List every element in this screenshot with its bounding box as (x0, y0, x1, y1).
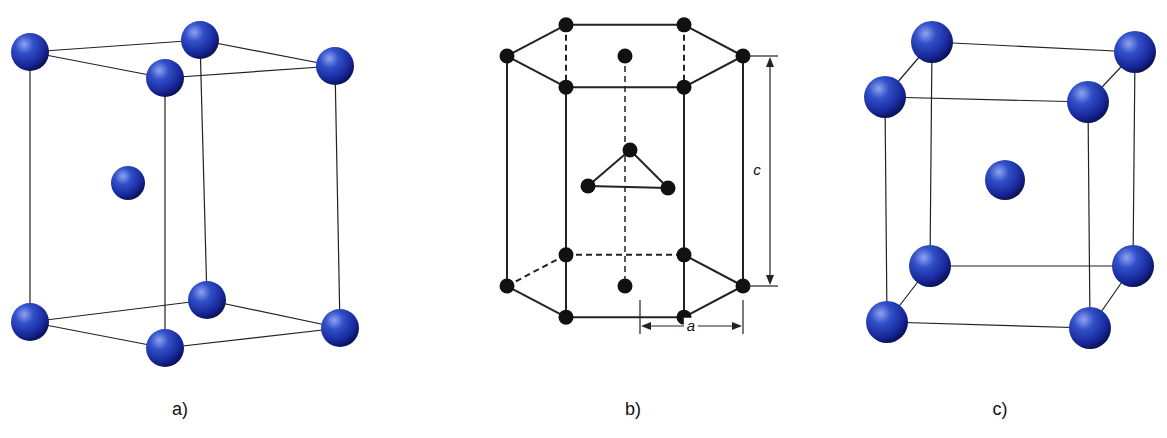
atom-sphere (1069, 307, 1111, 349)
lattice-edge (200, 40, 335, 66)
atom-sphere (146, 329, 184, 367)
atom-dot (581, 179, 596, 194)
dimension-arrow (766, 57, 774, 285)
lattice-edge (566, 254, 684, 256)
lattice-edge (507, 286, 566, 317)
atom-sphere (1112, 245, 1154, 287)
dimension-line (769, 60, 770, 282)
panel-label: c) (993, 400, 1008, 420)
atom-sphere (866, 301, 908, 343)
atom-sphere (1067, 81, 1109, 123)
lattice-edge (588, 150, 630, 186)
lattice-edge (335, 66, 340, 328)
lattice-edge (887, 322, 1090, 328)
atom-dot (559, 17, 574, 32)
lattice-edge (207, 300, 340, 328)
atom-dot (661, 181, 676, 196)
lattice-edge (29, 52, 30, 322)
lattice-edge (566, 316, 684, 318)
atom-dot (618, 49, 633, 64)
lattice-edge (683, 87, 685, 317)
atom-sphere (188, 281, 226, 319)
atom-dot (559, 310, 574, 325)
panel-label: a) (172, 400, 188, 420)
atom-sphere (985, 160, 1025, 200)
atom-dot (559, 80, 574, 95)
atom-dot (559, 247, 574, 262)
atom-sphere (911, 21, 953, 63)
bcc-cell (864, 21, 1156, 349)
lattice-edge (684, 56, 743, 87)
dimension-label: a (684, 318, 698, 335)
atom-sphere (11, 33, 49, 71)
lattice-edge (684, 25, 743, 56)
lattice-edge (164, 78, 165, 348)
atom-sphere (111, 166, 145, 200)
lattice-edge (932, 42, 1135, 52)
atom-dot (677, 247, 692, 262)
dimension-tick (742, 300, 743, 334)
dimension-tick (639, 300, 640, 334)
atom-sphere (316, 47, 354, 85)
lattice-edge (507, 255, 566, 286)
atom-dot (677, 80, 692, 95)
lattice-edge (30, 40, 200, 52)
lattice-edge (885, 97, 887, 322)
lattice-edge (684, 286, 743, 317)
lattice-edge (588, 186, 668, 188)
panel-label: b) (625, 400, 641, 420)
lattice-edge (30, 300, 207, 322)
lattice-edge (507, 56, 566, 87)
atom-dot (500, 49, 515, 64)
lattice-edge (930, 42, 932, 266)
lattice-edge (506, 56, 508, 286)
atom-sphere (321, 309, 359, 347)
lattice-edge (566, 24, 684, 26)
lattice-edge (165, 328, 340, 348)
dimension-tick (748, 285, 778, 286)
atom-sphere (864, 76, 906, 118)
lattice-edge (1088, 102, 1090, 328)
dimension-tick (748, 55, 778, 56)
lattice-edge (1133, 52, 1135, 266)
atom-sphere (11, 303, 49, 341)
lattice-edge (742, 56, 744, 286)
lattice-edge (630, 150, 668, 188)
lattice-edge (165, 66, 335, 78)
lattice-edge (30, 52, 165, 78)
atom-sphere (181, 21, 219, 59)
lattice-edge (507, 25, 566, 56)
atom-sphere (1114, 31, 1156, 73)
lattice-edge (200, 40, 207, 300)
atom-sphere (909, 245, 951, 287)
lattice-edge (624, 56, 626, 286)
lattice-edge (930, 265, 1133, 266)
atom-sphere (146, 59, 184, 97)
dimension-label: c (750, 162, 764, 179)
lattice-edge (565, 87, 567, 317)
atom-dot (618, 279, 633, 294)
lattice-edge (30, 322, 165, 348)
lattice-edge (885, 97, 1088, 102)
lattice-edge (683, 25, 685, 255)
tetragonal-cell (11, 21, 359, 367)
hcp-cell (500, 17, 779, 334)
atom-dot (623, 143, 638, 158)
lattice-edge (684, 255, 743, 286)
atom-dot (677, 17, 692, 32)
atom-dot (500, 279, 515, 294)
lattice-edge (565, 25, 567, 255)
